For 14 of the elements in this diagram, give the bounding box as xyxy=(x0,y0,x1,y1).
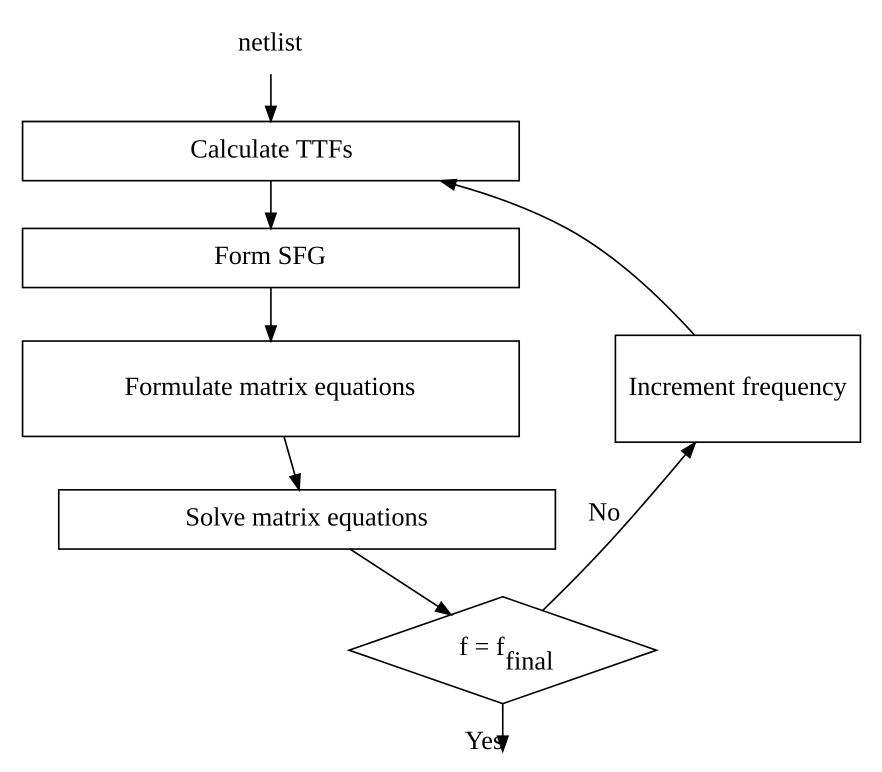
node-text: netlist xyxy=(238,27,302,56)
arrow xyxy=(264,181,277,231)
edge-label: No xyxy=(588,498,620,527)
arrow xyxy=(264,288,277,344)
node-box: Form SFG xyxy=(21,228,520,288)
arrow xyxy=(542,440,696,612)
node-box: Formulate matrix equations xyxy=(21,340,520,438)
arrow xyxy=(282,436,300,492)
arrow xyxy=(349,548,452,616)
arrow xyxy=(264,74,277,124)
node-box: Increment frequency xyxy=(614,334,861,443)
node-box: Calculate TTFs xyxy=(21,120,520,182)
arrow xyxy=(438,178,694,336)
node-box: Solve matrix equations xyxy=(57,489,556,550)
